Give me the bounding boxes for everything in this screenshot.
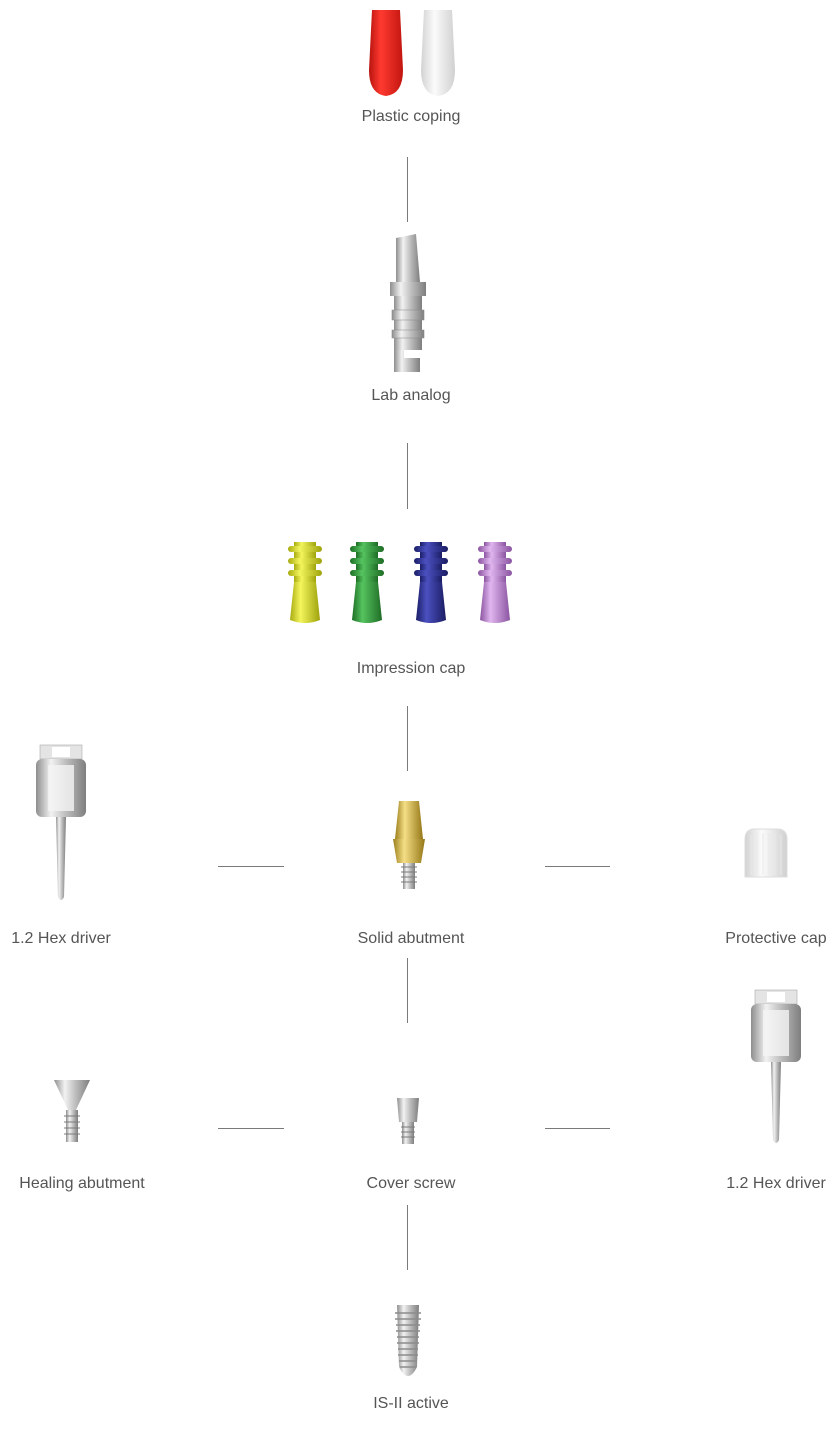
connector-line <box>218 1128 284 1129</box>
protective-cap-icon <box>744 828 788 878</box>
hex-driver-right-label: 1.2 Hex driver <box>726 1175 826 1192</box>
connector-line <box>218 866 284 867</box>
healing-abutment-icon <box>54 1080 90 1142</box>
lab-analog-icon <box>390 234 426 372</box>
solid-abutment-icon <box>393 801 425 889</box>
hex-driver-left-label: 1.2 Hex driver <box>11 930 111 947</box>
lab-analog-label: Lab analog <box>371 387 451 404</box>
implant-icon <box>395 1305 421 1376</box>
cover-screw-icon <box>397 1098 419 1144</box>
impression-cap-label: Impression cap <box>356 660 466 677</box>
connector-line <box>545 1128 610 1129</box>
protective-cap-label: Protective cap <box>725 930 827 947</box>
healing-abutment-label: Healing abutment <box>19 1175 145 1192</box>
connector-line <box>545 866 610 867</box>
connector-line <box>407 443 408 509</box>
implant-label: IS-II active <box>373 1395 449 1412</box>
plastic-coping-icon <box>369 10 455 96</box>
hex-driver-icon <box>751 989 801 1143</box>
connector-line <box>407 157 408 222</box>
connector-line <box>407 958 408 1023</box>
connector-line <box>407 1205 408 1270</box>
connector-line <box>407 706 408 771</box>
cover-screw-label: Cover screw <box>366 1175 456 1192</box>
hex-driver-icon <box>36 744 86 900</box>
plastic-coping-label: Plastic coping <box>361 108 461 125</box>
impression-cap-icon <box>288 542 512 623</box>
solid-abutment-label: Solid abutment <box>357 930 465 947</box>
